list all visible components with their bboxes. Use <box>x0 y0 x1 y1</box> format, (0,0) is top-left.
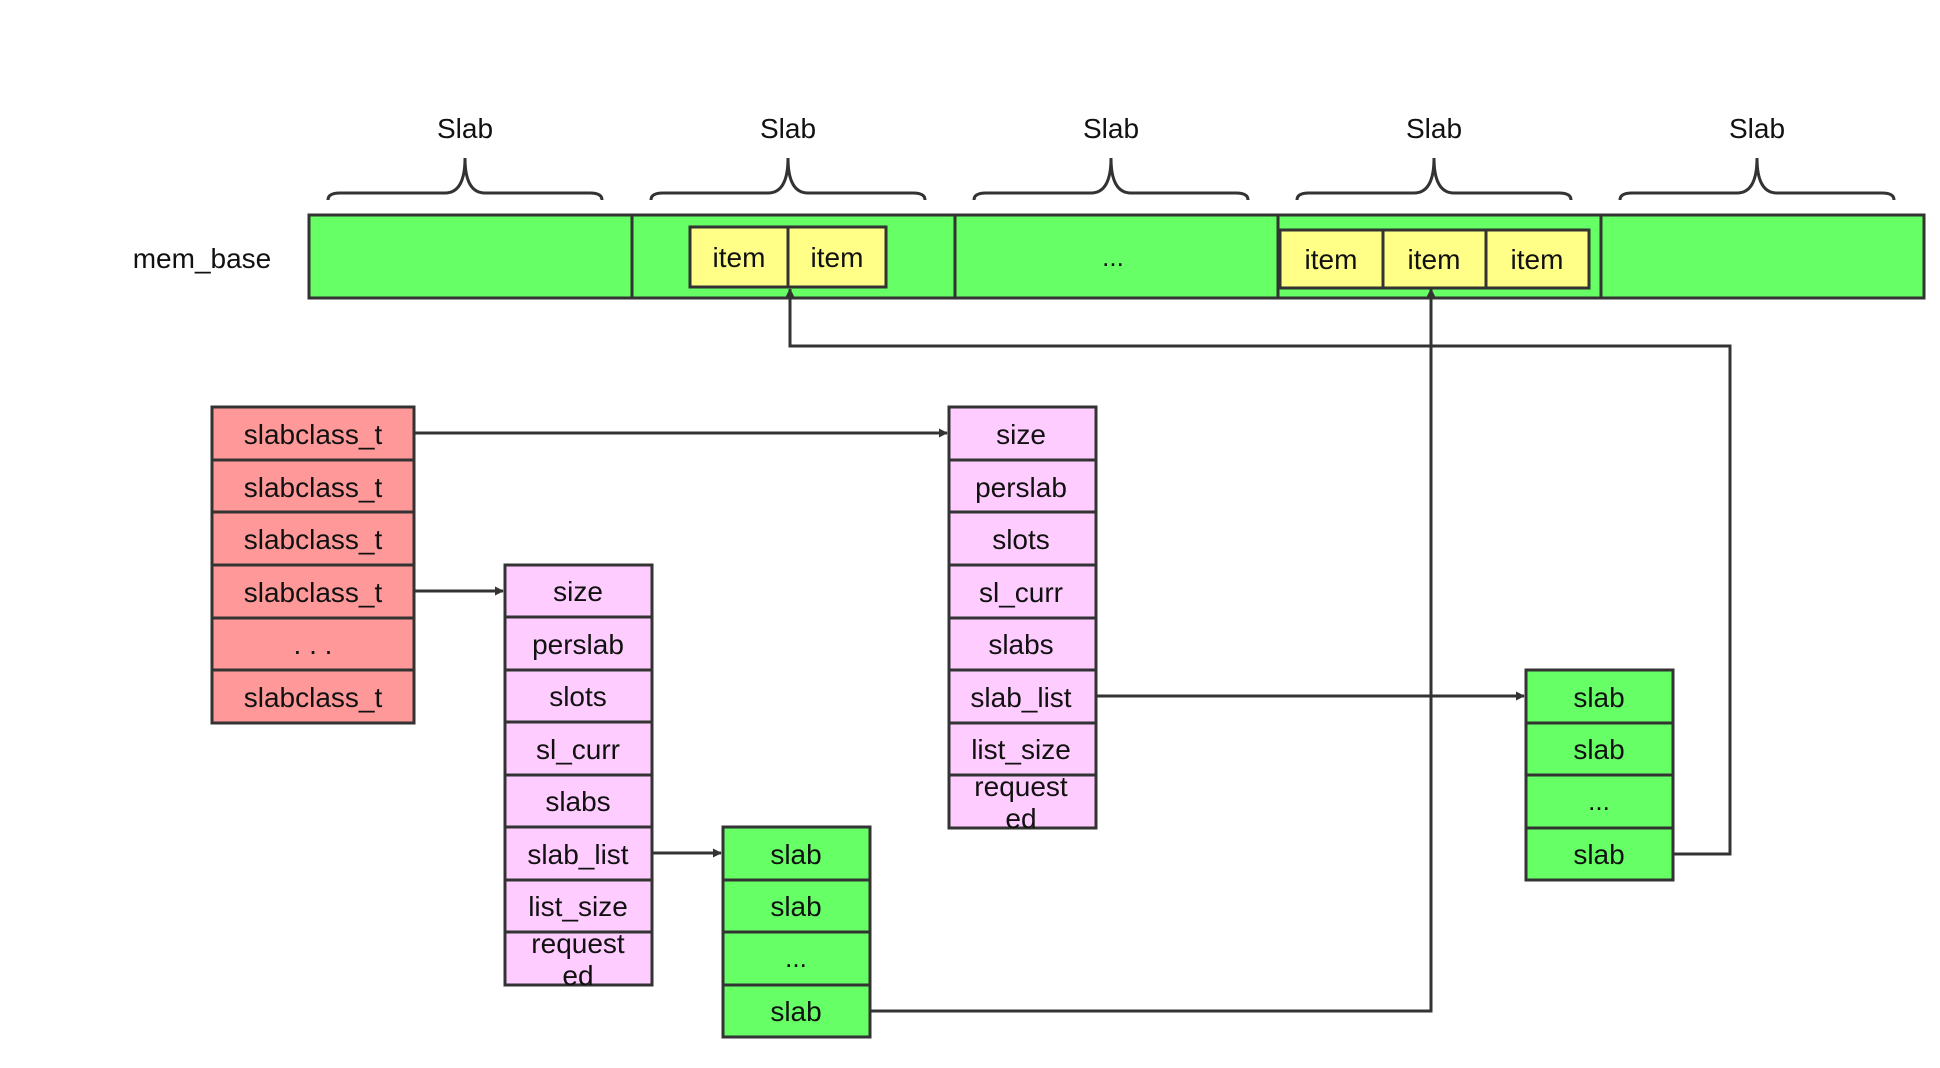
struct-a-field <box>503 878 654 934</box>
field-slots: slots <box>549 681 607 712</box>
mem-row-labels: item item ... item item item <box>713 242 1564 275</box>
mem-slab-1 <box>307 213 634 300</box>
field-size: size <box>996 419 1046 450</box>
slab-label: slab <box>1573 734 1624 765</box>
struct-a-field <box>503 930 654 987</box>
slab-headers: Slab Slab Slab Slab Slab <box>437 113 1785 144</box>
field-list-size: list_size <box>528 891 628 922</box>
slabclass-label: slabclass_t <box>244 524 383 555</box>
slab-header-4: Slab <box>1406 113 1462 144</box>
brace-4 <box>1295 157 1573 201</box>
brace-5 <box>1618 157 1896 201</box>
brace-1 <box>326 157 604 201</box>
slab-header-1: Slab <box>437 113 493 144</box>
struct-a <box>503 563 654 987</box>
field-slab-list: slab_list <box>527 839 628 870</box>
slab-list-a <box>721 825 872 1039</box>
slabclass-label: slabclass_t <box>244 472 383 503</box>
slab-label: slab <box>770 839 821 870</box>
field-size: size <box>553 576 603 607</box>
mem-item-4-2 <box>1381 228 1488 290</box>
struct-b-labels: size perslab slots sl_curr slabs slab_li… <box>970 419 1071 834</box>
slab-list-b-cell <box>1524 668 1675 725</box>
slabclass-cell-5 <box>210 616 416 672</box>
brace-2 <box>649 157 927 201</box>
slab-label: slab <box>770 996 821 1027</box>
slabclass-column <box>210 405 416 725</box>
item-label: item <box>1408 244 1461 275</box>
mem-slab-3 <box>953 213 1280 300</box>
field-list-size: list_size <box>971 734 1071 765</box>
slabclass-labels: slabclass_t slabclass_t slabclass_t slab… <box>244 419 383 713</box>
struct-a-labels: size perslab slots sl_curr slabs slab_li… <box>527 576 628 991</box>
field-slabs: slabs <box>988 629 1053 660</box>
slab-list-b-cell <box>1524 826 1675 882</box>
slabclass-cell-6 <box>210 668 416 725</box>
slab-header-5: Slab <box>1729 113 1785 144</box>
field-requested-part1: request <box>531 928 625 959</box>
item-label: item <box>713 242 766 273</box>
mem-item-2-2 <box>786 225 888 289</box>
slab-list-b <box>1524 668 1675 882</box>
slabclass-label: slabclass_t <box>244 419 383 450</box>
struct-b-field <box>947 773 1098 830</box>
field-requested-part2: ed <box>1005 803 1036 834</box>
connectors <box>414 288 1732 1013</box>
field-sl-curr: sl_curr <box>536 734 620 765</box>
slab-list-b-cell <box>1524 773 1675 830</box>
mem-item-4-3 <box>1484 228 1591 290</box>
slab-list-b-labels: slab slab ... slab <box>1573 682 1624 870</box>
slabclass-label: slabclass_t <box>244 577 383 608</box>
field-perslab: perslab <box>975 472 1067 503</box>
field-slabs: slabs <box>545 786 610 817</box>
slab-header-3: Slab <box>1083 113 1139 144</box>
slab-list-a-cell <box>721 983 872 1039</box>
mem-base-label: mem_base <box>133 243 272 274</box>
struct-a-field <box>503 668 654 724</box>
mem-row <box>307 213 1926 300</box>
slab-header-2: Slab <box>760 113 816 144</box>
mem-slab-5 <box>1599 213 1926 300</box>
item-label: item <box>1511 244 1564 275</box>
brace-3 <box>972 157 1250 201</box>
struct-b <box>947 405 1098 830</box>
slabclass-ellipsis: . . . <box>294 629 333 660</box>
struct-b-field <box>947 616 1098 672</box>
slab-braces <box>326 157 1896 201</box>
arrow-slab-b-to-item <box>785 288 1732 856</box>
slab-list-a-cell <box>721 930 872 987</box>
struct-b-field <box>947 563 1098 620</box>
struct-b-field <box>947 405 1098 462</box>
slab-label: slab <box>1573 682 1624 713</box>
field-requested-part1: request <box>974 771 1068 802</box>
slabclass-cell-2 <box>210 458 416 514</box>
struct-b-field <box>947 510 1098 567</box>
item-label: item <box>811 242 864 273</box>
slab-list-b-cell <box>1524 721 1675 777</box>
slabclass-cell-3 <box>210 510 416 567</box>
field-slots: slots <box>992 524 1050 555</box>
struct-a-field <box>503 615 654 672</box>
slab-label: slab <box>1573 839 1624 870</box>
field-perslab: perslab <box>532 629 624 660</box>
mem-item-4-1 <box>1278 228 1385 290</box>
item-label: item <box>1305 244 1358 275</box>
struct-a-field <box>503 773 654 829</box>
slab-ellipsis: ... <box>785 943 807 973</box>
arrow-slab-a-to-item <box>870 288 1436 1013</box>
slab-list-a-cell <box>721 825 872 882</box>
field-requested-part2: ed <box>562 960 593 991</box>
field-sl-curr: sl_curr <box>979 577 1063 608</box>
mem-slab-ellipsis: ... <box>1102 242 1124 272</box>
slab-list-a-labels: slab slab ... slab <box>770 839 821 1027</box>
field-slab-list: slab_list <box>970 682 1071 713</box>
mem-item-2-1 <box>688 225 790 289</box>
slab-ellipsis: ... <box>1588 786 1610 816</box>
slabclass-label: slabclass_t <box>244 682 383 713</box>
slab-label: slab <box>770 891 821 922</box>
